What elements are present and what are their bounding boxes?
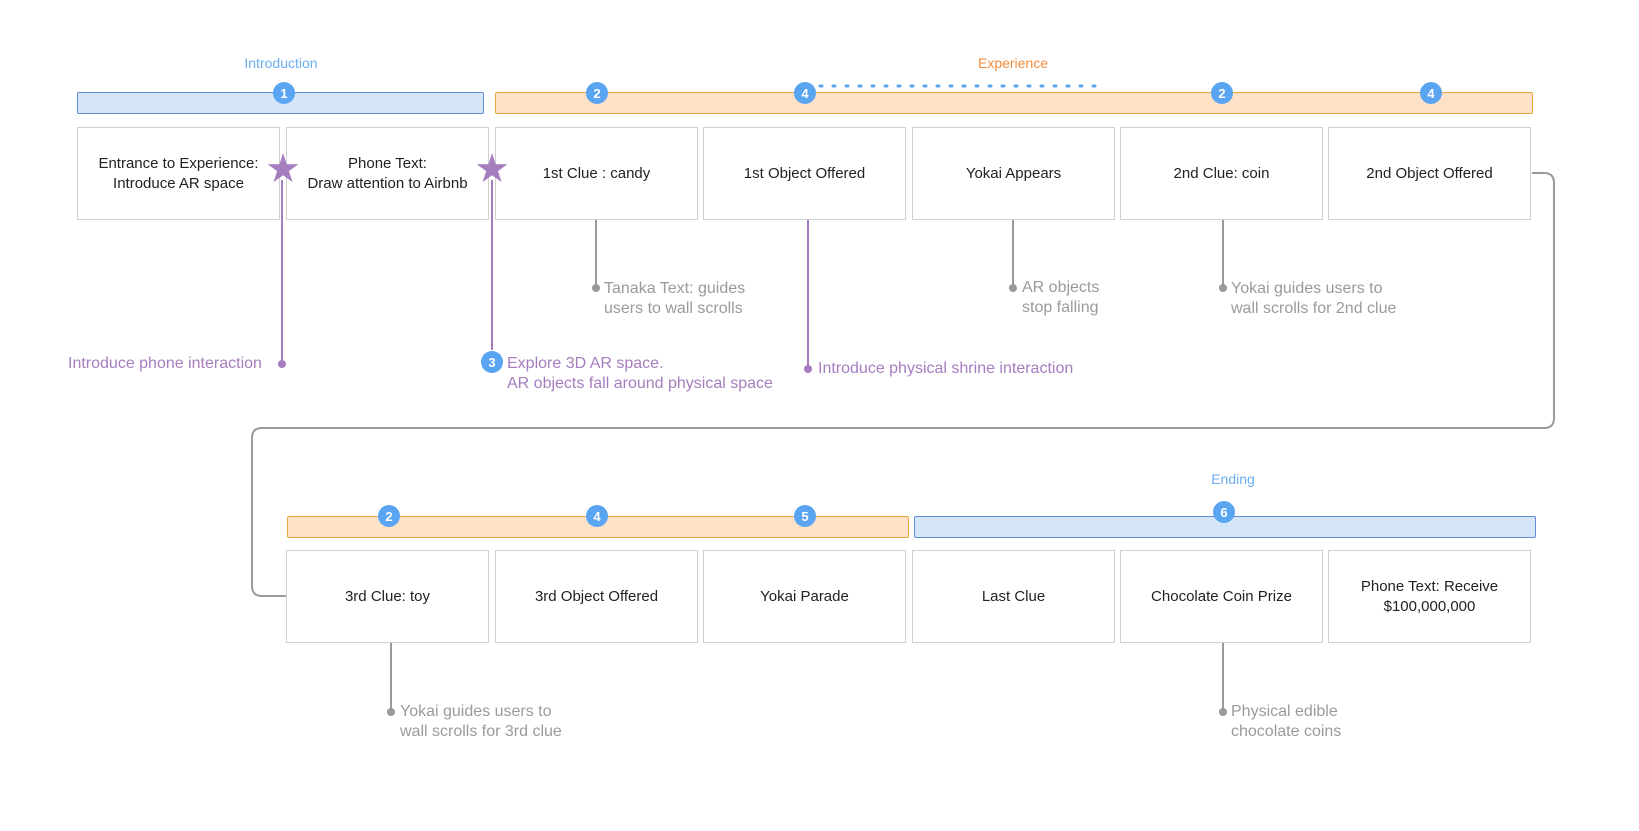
note-chocolate-coins: Physical edible chocolate coins: [1231, 703, 1342, 740]
step-badge-2: 2: [1211, 82, 1233, 104]
step-phone-receive: Phone Text: Receive $100,000,000: [1328, 550, 1531, 643]
note-shrine-interaction: Introduce physical shrine interaction: [818, 360, 1074, 377]
step-phone-text: Phone Text: Draw attention to Airbnb: [286, 127, 489, 220]
star-icon: ★: [265, 147, 301, 191]
row-wrap-connector: [251, 172, 1555, 597]
step-badge-1: 1: [273, 82, 295, 104]
connector-dot: [1009, 284, 1017, 292]
step-badge-6: 6: [1213, 501, 1235, 523]
step-1st-clue: 1st Clue : candy: [495, 127, 698, 220]
step-yokai-appears: Yokai Appears: [912, 127, 1115, 220]
note-yokai-2nd-clue: Yokai guides users to wall scrolls for 2…: [1231, 280, 1397, 317]
connector-dot: [278, 360, 286, 368]
section-label-ending: Ending: [1211, 471, 1255, 487]
note-tanaka-text: Tanaka Text: guides users to wall scroll…: [604, 280, 746, 317]
connector-dot: [1219, 284, 1227, 292]
step-3rd-clue: 3rd Clue: toy: [286, 550, 489, 643]
section-label-experience: Experience: [977, 55, 1049, 71]
step-entrance: Entrance to Experience: Introduce AR spa…: [77, 127, 280, 220]
step-last-clue: Last Clue: [912, 550, 1115, 643]
section-label-introduction: Introduction: [244, 55, 318, 71]
step-yokai-parade: Yokai Parade: [703, 550, 906, 643]
connector-dot: [1219, 708, 1227, 716]
step-badge-4: 4: [794, 82, 816, 104]
step-badge-4: 4: [1420, 82, 1442, 104]
step-3rd-object: 3rd Object Offered: [495, 550, 698, 643]
step-2nd-clue: 2nd Clue: coin: [1120, 127, 1323, 220]
note-explore-ar-space: Explore 3D AR space. AR objects fall aro…: [507, 355, 773, 392]
step-2nd-object: 2nd Object Offered: [1328, 127, 1531, 220]
step-1st-object: 1st Object Offered: [703, 127, 906, 220]
note-yokai-3rd-clue: Yokai guides users to wall scrolls for 3…: [400, 703, 562, 740]
note-phone-interaction: Introduce phone interaction: [68, 355, 262, 372]
step-badge-5: 5: [794, 505, 816, 527]
note-ar-objects-stop: AR objects stop falling: [1022, 279, 1100, 316]
connector-dot: [592, 284, 600, 292]
star-icon: ★: [474, 147, 510, 191]
step-chocolate-prize: Chocolate Coin Prize: [1120, 550, 1323, 643]
connector-dot: [804, 365, 812, 373]
step-badge-3: 3: [481, 351, 503, 373]
step-badge-4: 4: [586, 505, 608, 527]
band-experience: [495, 92, 1533, 114]
step-badge-2: 2: [378, 505, 400, 527]
step-badge-2: 2: [586, 82, 608, 104]
connector-dot: [387, 708, 395, 716]
